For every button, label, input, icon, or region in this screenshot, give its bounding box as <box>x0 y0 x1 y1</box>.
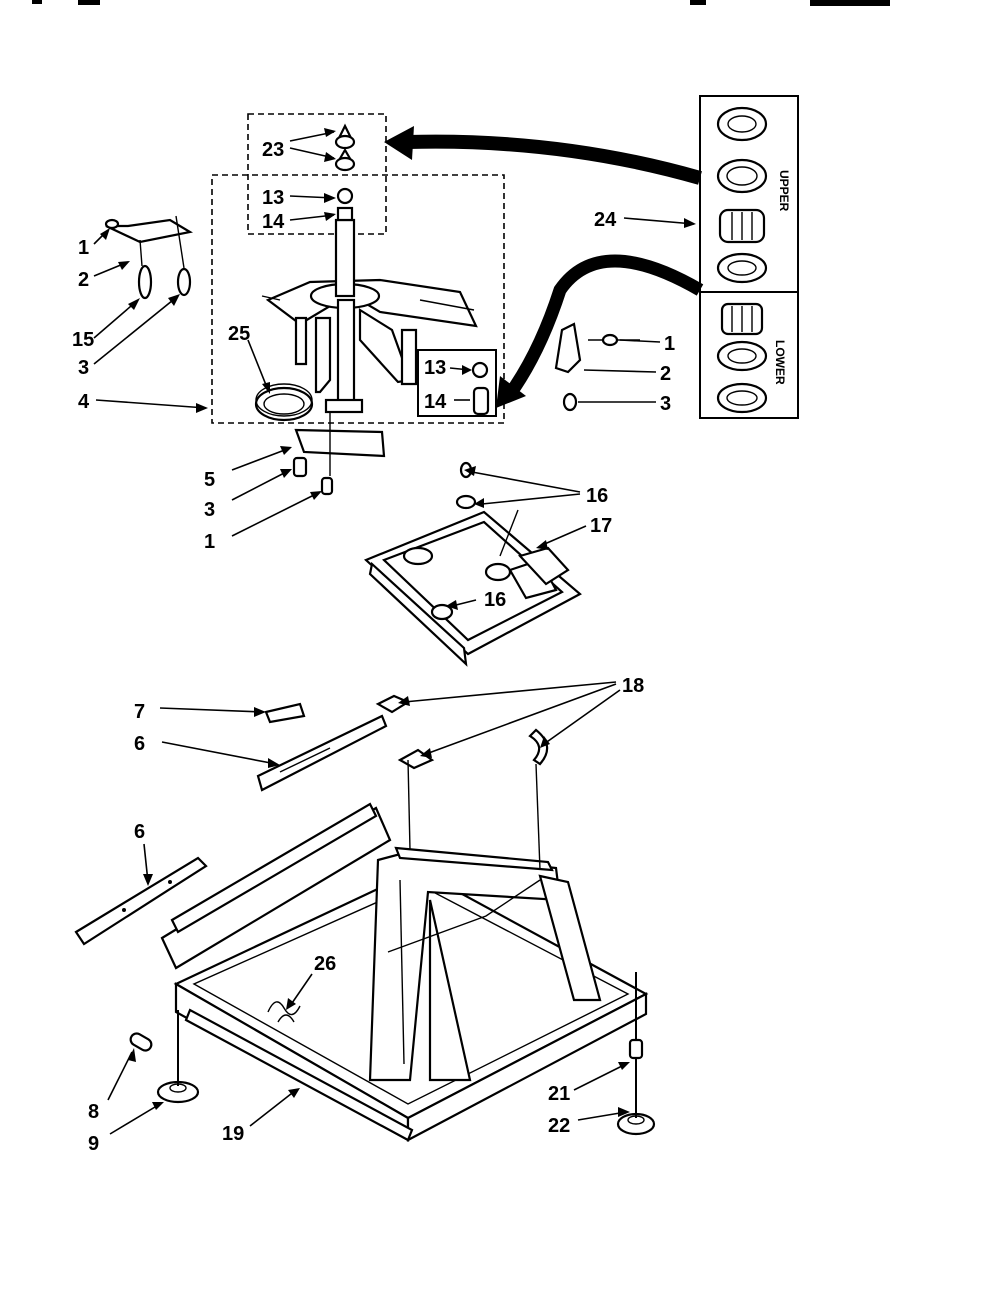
callout-2: 2 <box>78 269 89 291</box>
callout-18: 18 <box>622 675 644 697</box>
callout-22: 22 <box>548 1115 570 1137</box>
callout-labels: 23 13 14 24 1 2 15 3 25 4 13 14 1 2 3 5 … <box>72 139 675 1155</box>
callout-6b: 6 <box>134 821 145 843</box>
callout-5: 5 <box>204 469 215 491</box>
leg-right <box>616 972 656 1136</box>
rail-6-lower <box>74 856 208 946</box>
callout-3b: 3 <box>660 393 671 415</box>
leg-left <box>129 1010 200 1104</box>
clip-7 <box>264 702 306 724</box>
base-19 <box>160 802 649 1142</box>
callout-16b: 16 <box>484 589 506 611</box>
callout-23: 23 <box>262 139 284 161</box>
callout-13b: 13 <box>424 357 446 379</box>
callout-14: 14 <box>262 211 285 233</box>
callout-8: 8 <box>88 1101 99 1123</box>
callout-24: 24 <box>594 209 617 231</box>
callout-1b: 1 <box>664 333 675 355</box>
kit-arrow-lower <box>496 254 704 408</box>
upper-label: UPPER <box>777 170 791 212</box>
inset-box-23 <box>247 113 387 235</box>
callout-9: 9 <box>88 1133 99 1155</box>
kit-arrow-upper <box>384 126 702 185</box>
callout-17: 17 <box>590 515 612 537</box>
callout-1c: 1 <box>204 531 215 553</box>
shaft-parts-23-13-14 <box>334 123 356 222</box>
callout-7: 7 <box>134 701 145 723</box>
lower-kit-parts <box>716 302 768 414</box>
callout-16: 16 <box>586 485 608 507</box>
callout-19: 19 <box>222 1123 244 1145</box>
right-hardware <box>554 322 640 412</box>
kit-box-24 <box>699 95 799 419</box>
inset-box-assembly <box>211 174 505 424</box>
bracket-5 <box>292 412 386 496</box>
callout-3c: 3 <box>204 499 215 521</box>
callout-13: 13 <box>262 187 284 209</box>
seal-25 <box>254 383 314 422</box>
rail-6-upper <box>256 714 388 792</box>
spring-26 <box>267 1001 301 1023</box>
upper-kit-parts <box>716 106 768 284</box>
leader-arrowheads <box>100 128 696 1117</box>
callout-2b: 2 <box>660 363 671 385</box>
callout-21: 21 <box>548 1083 570 1105</box>
callout-3: 3 <box>78 357 89 379</box>
clips-18 <box>375 694 549 871</box>
inset-parts-13-14 <box>471 361 490 416</box>
callout-6: 6 <box>134 733 145 755</box>
callout-26: 26 <box>314 953 336 975</box>
callout-15: 15 <box>72 329 94 351</box>
frame-17 <box>363 461 582 667</box>
transmission-assembly <box>261 218 478 414</box>
inset-box-13-14 <box>417 349 497 417</box>
callout-1: 1 <box>78 237 89 259</box>
callout-4: 4 <box>78 391 90 413</box>
callout-25: 25 <box>228 323 250 345</box>
lower-label: LOWER <box>773 340 787 385</box>
callout-14b: 14 <box>424 391 447 413</box>
scan-edge-marks <box>32 0 890 6</box>
left-hardware <box>104 215 194 300</box>
